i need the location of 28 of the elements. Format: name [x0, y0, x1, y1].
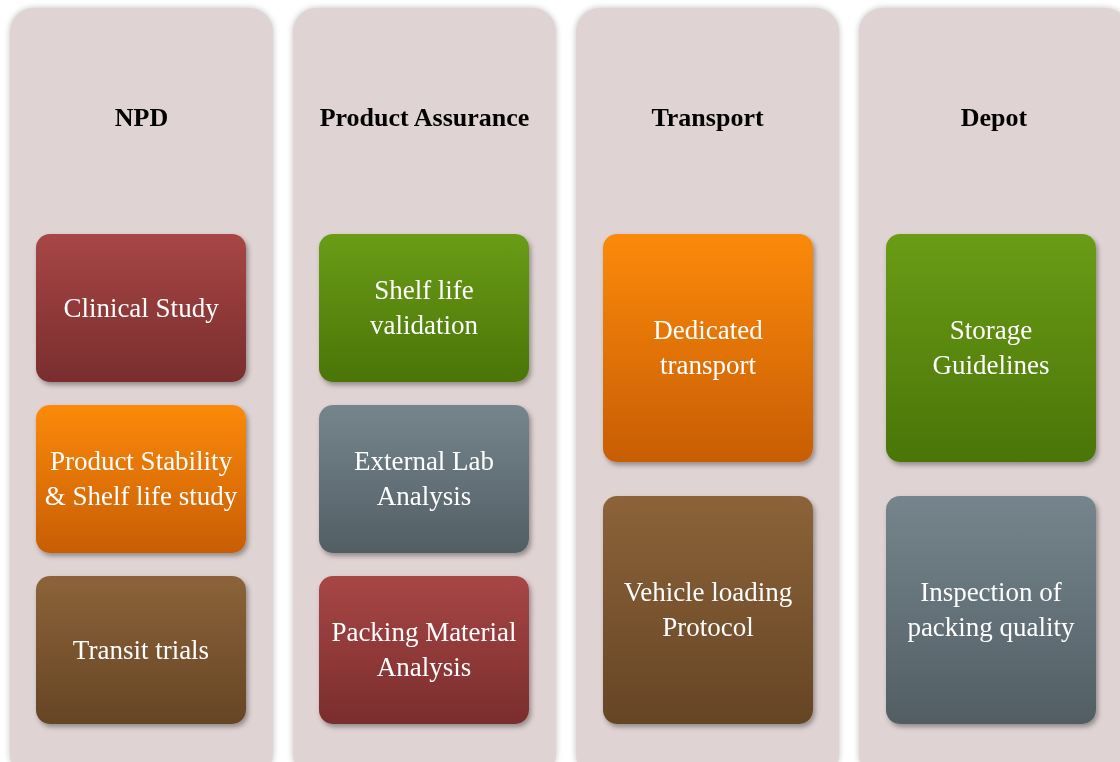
- column-panel: [10, 8, 273, 762]
- column-heading: NPD: [113, 103, 170, 133]
- task-card: [603, 496, 813, 724]
- card-text: Inspection of packing quality: [906, 576, 1076, 644]
- card-text: Shelf life validation: [369, 274, 479, 342]
- card-text: Clinical Study: [62, 291, 220, 325]
- card-text: Vehicle loading Protocol: [622, 576, 794, 644]
- card-text: Product Stability & Shelf life study: [43, 445, 239, 513]
- card-text: Transit trials: [71, 633, 211, 667]
- task-card: [886, 496, 1096, 724]
- column-panel: [293, 8, 556, 762]
- task-card: [36, 405, 246, 553]
- task-card: [319, 405, 529, 553]
- task-card: [319, 576, 529, 724]
- card-text: External Lab Analysis: [352, 445, 496, 513]
- card-text: Storage Guidelines: [931, 314, 1051, 382]
- task-card: [36, 234, 246, 382]
- column-panel: [576, 8, 839, 762]
- task-card: [603, 234, 813, 462]
- task-card: [36, 576, 246, 724]
- task-card: [886, 234, 1096, 462]
- column-heading: Transport: [650, 103, 765, 133]
- column-heading: Product Assurance: [318, 103, 531, 133]
- card-text: Packing Material Analysis: [330, 616, 518, 684]
- column-panel: [859, 8, 1120, 762]
- column-heading: Depot: [959, 103, 1029, 133]
- card-text: Dedicated transport: [652, 314, 764, 382]
- task-card: [319, 234, 529, 382]
